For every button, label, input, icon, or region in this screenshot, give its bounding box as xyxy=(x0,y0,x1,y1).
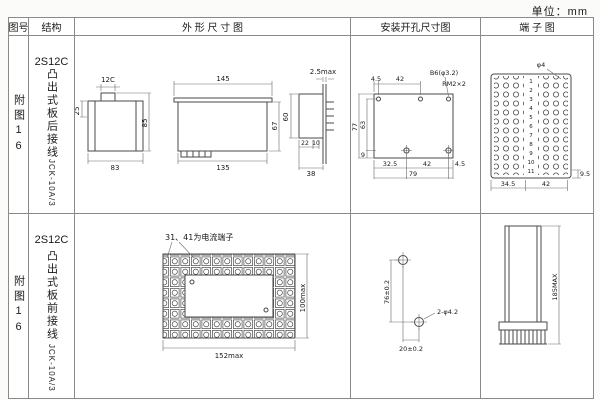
terminal-number: 5 xyxy=(529,115,533,121)
dimension-lines xyxy=(80,77,334,170)
terminal-band xyxy=(163,254,295,338)
row1-fig-cell: 附图16 xyxy=(9,36,29,214)
row1-outline-drawing: 12C 25 83 85 145 135 67 2.5max 60 22 10 … xyxy=(75,68,336,178)
row2-structure-desc: 凸出式板前接线 xyxy=(45,249,58,341)
dim-phi4: φ4 xyxy=(537,61,545,69)
dimension-labels: 12C 25 83 85 145 135 67 2.5max 60 22 10 … xyxy=(75,68,336,178)
hole-spec-label: B6(φ3.2) xyxy=(430,69,458,77)
terminal-number: 9 xyxy=(529,151,533,157)
row1-terminal-drawing: 1 2 3 4 5 6 7 8 9 10 11 xyxy=(490,61,590,191)
terminal-number: 1 xyxy=(529,79,533,85)
dim-185max: 185MAX xyxy=(551,273,559,300)
row1-terminal-cell: 1 2 3 4 5 6 7 8 9 10 11 xyxy=(481,36,593,214)
labels: 31、41为电流端子 152max 100max xyxy=(165,232,307,360)
spec-table: 图号 结构 外 形 尺 寸 图 安装开孔尺寸图 端 子 图 附图16 2S12C… xyxy=(8,17,594,399)
dim-4-5-bottom: 4.5 xyxy=(455,160,465,168)
dim-34-5: 34.5 xyxy=(501,180,515,188)
dim-135: 135 xyxy=(216,164,229,172)
dim-85: 85 xyxy=(141,119,149,128)
unit-label: 单位：mm xyxy=(531,6,588,18)
dimension-lines xyxy=(542,225,561,345)
row1-structure-desc: 凸出式板后接线 xyxy=(45,68,58,160)
dim-100max: 100max xyxy=(299,284,307,313)
row1-fig-number: 附图16 xyxy=(12,93,25,156)
col-header-fig-no: 图号 xyxy=(9,18,29,36)
dim-2-5max: 2.5max xyxy=(310,68,336,76)
row1-mounting-cell: 4.5 42 B6(φ3.2) RM2×2 77 63 9 32.5 42 4.… xyxy=(351,36,481,214)
terminal-number: 4 xyxy=(529,106,533,112)
row2-structure-cell: 2S12C 凸出式板前接线 JCK-10A/3 xyxy=(29,214,75,398)
dim-4-5-top: 4.5 xyxy=(371,75,381,83)
terminal-hole-grid-left xyxy=(494,76,524,175)
dim-38: 38 xyxy=(307,170,316,178)
dim-42-top: 42 xyxy=(396,75,404,83)
hole-spec-label: 2-φ4.2 xyxy=(437,308,458,316)
mounting-holes-view xyxy=(398,255,424,327)
row2-outline-drawing: 31、41为电流端子 152max 100max xyxy=(162,232,309,360)
current-terminal-note: 31、41为电流端子 xyxy=(165,232,233,242)
terminal-hole-grid-right xyxy=(538,76,568,175)
mounting-cutout-view xyxy=(373,93,454,159)
dimension-labels: 76±0.2 2-φ4.2 20±0.2 xyxy=(383,280,458,353)
dim-76: 76±0.2 xyxy=(383,280,391,304)
row2-terminal-cell: 185MAX xyxy=(481,214,593,398)
row2-structure-type: 2S12C xyxy=(34,234,69,246)
terminal-number: 11 xyxy=(528,169,535,175)
row1-structure-model: JCK-10A/3 xyxy=(47,159,56,207)
dimension-lines xyxy=(490,68,581,191)
dim-67: 67 xyxy=(271,122,279,131)
terminal-number: 7 xyxy=(529,133,533,139)
row2-outline-cell: 31、41为电流端子 152max 100max xyxy=(75,214,351,398)
terminal-number: 2 xyxy=(529,88,533,94)
terminal-numbers: 1 2 3 4 5 6 7 8 9 10 11 xyxy=(528,79,535,175)
dim-42: 42 xyxy=(542,180,550,188)
dimension-labels: φ4 34.5 42 9.5 xyxy=(501,61,590,188)
dim-9-5: 9.5 xyxy=(580,170,590,178)
row2-mounting-cell: 76±0.2 2-φ4.2 20±0.2 xyxy=(351,214,481,398)
dim-20: 20±0.2 xyxy=(399,345,423,353)
dim-63: 63 xyxy=(359,121,367,129)
col-header-outline: 外 形 尺 寸 图 xyxy=(75,18,351,36)
dim-42-bottom: 42 xyxy=(423,160,431,168)
terminal-number: 10 xyxy=(528,160,535,166)
relay-outline-views xyxy=(87,84,334,164)
screw-spec-label: RM2×2 xyxy=(442,80,466,88)
row2-fig-cell: 附图16 xyxy=(9,214,29,398)
dim-60: 60 xyxy=(282,113,290,122)
row2-terminal-drawing: 185MAX xyxy=(498,225,561,345)
terminal-number: 6 xyxy=(529,124,533,130)
row1-mounting-drawing: 4.5 42 B6(φ3.2) RM2×2 77 63 9 32.5 42 4.… xyxy=(351,69,466,179)
terminal-board-outline xyxy=(490,73,572,179)
row1-structure-cell: 2S12C 凸出式板后接线 JCK-10A/3 xyxy=(29,36,75,214)
row1-structure-type: 2S12C xyxy=(34,56,69,68)
terminal-board-front-view xyxy=(162,253,296,339)
dim-145: 145 xyxy=(216,75,229,83)
dim-83: 83 xyxy=(111,164,120,172)
terminal-number: 8 xyxy=(529,142,533,148)
dim-22: 22 xyxy=(301,140,309,147)
col-header-structure: 结构 xyxy=(29,18,75,36)
dim-79: 79 xyxy=(409,170,417,178)
dim-9: 9 xyxy=(361,151,365,159)
dimension-lines xyxy=(358,76,454,179)
relay-side-view xyxy=(498,225,548,345)
dim-32-5: 32.5 xyxy=(383,160,397,168)
row2-mounting-drawing: 76±0.2 2-φ4.2 20±0.2 xyxy=(383,252,458,353)
row2-fig-number: 附图16 xyxy=(12,275,25,337)
dim-77: 77 xyxy=(351,123,359,131)
dimension-labels: 4.5 42 B6(φ3.2) RM2×2 77 63 9 32.5 42 4.… xyxy=(351,69,466,178)
dimension-lines xyxy=(162,241,309,351)
dim-25: 25 xyxy=(75,107,81,116)
dim-152max: 152max xyxy=(215,352,244,360)
dimension-lines xyxy=(389,252,436,342)
row1-outline-cell: 12C 25 83 85 145 135 67 2.5max 60 22 10 … xyxy=(75,36,351,214)
col-header-mounting: 安装开孔尺寸图 xyxy=(351,18,481,36)
col-header-terminal: 端 子 图 xyxy=(481,18,593,36)
terminal-number: 3 xyxy=(529,97,533,103)
dim-10: 10 xyxy=(312,140,320,147)
row2-structure-model: JCK-10A/3 xyxy=(47,344,56,392)
dim-12c: 12C xyxy=(101,76,115,84)
